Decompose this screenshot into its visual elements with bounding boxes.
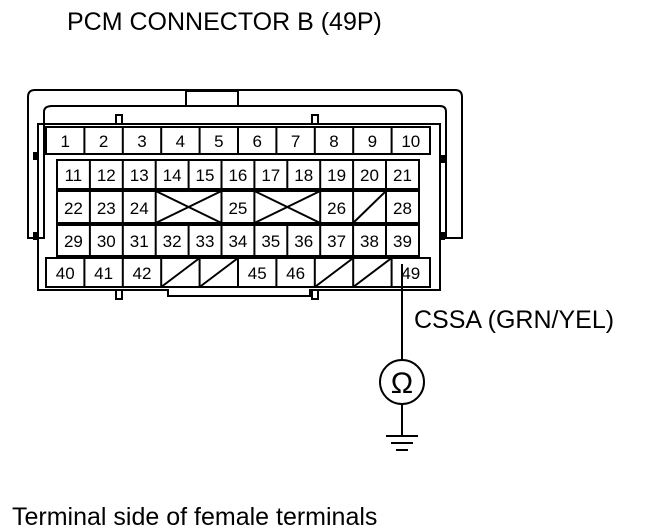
connector-shell [27,89,463,239]
pin-label: 2 [99,132,108,151]
terminal-body [37,123,441,297]
pin-label: 32 [163,232,182,251]
pin-label: 31 [130,232,149,251]
pin-row-2 [56,159,420,190]
pin-label: 49 [401,264,420,283]
pin-row-3 [56,190,420,224]
pin-label: 33 [196,232,215,251]
pin-label: 28 [393,199,412,218]
pin-label: 17 [261,166,280,185]
pin-label: 21 [393,166,412,185]
pin-label: 6 [252,132,261,151]
pin-label: 37 [327,232,346,251]
pin-label: 22 [64,199,83,218]
pin-label: 45 [248,264,267,283]
footer-caption: Terminal side of female terminals [12,503,377,531]
pin-label: 14 [163,166,182,185]
pin-label: 1 [60,132,69,151]
pin-label: 5 [214,132,223,151]
pin-label: 41 [94,264,113,283]
pin-label: 4 [176,132,185,151]
pin-label: 19 [327,166,346,185]
pin-label: 24 [130,199,149,218]
pin-label: 8 [329,132,338,151]
diagram-title: PCM CONNECTOR B (49P) [67,8,382,36]
side-key [33,152,38,160]
pin-label: 16 [228,166,247,185]
connector-tab [311,289,319,300]
pin-label: 40 [56,264,75,283]
pin-label: 30 [97,232,116,251]
connector-tab [311,114,319,125]
pin-label: 36 [294,232,313,251]
pin-label: 29 [64,232,83,251]
connector-tab [115,114,123,125]
pin-label: 18 [294,166,313,185]
connector-tab [115,289,123,300]
pin-labels: 1 2 3 4 5 6 7 8 9 10 11 12 13 14 15 16 1… [56,132,421,283]
side-key [33,232,38,240]
connector-latch [185,90,239,106]
pin-label: 10 [401,132,420,151]
pin-label: 35 [261,232,280,251]
pin-label: 42 [133,264,152,283]
pin-label: 13 [130,166,149,185]
pin-row-5 [45,257,431,288]
pin-label: 15 [196,166,215,185]
pin-label: 25 [228,199,247,218]
pin-label: 12 [97,166,116,185]
pin-label: 23 [97,199,116,218]
pin-label: 11 [65,166,83,185]
ground-icon [386,435,418,451]
pin-label: 20 [360,166,379,185]
pin-label: 39 [393,232,412,251]
pin-label: 34 [228,232,247,251]
pin-label: 7 [291,132,300,151]
pin-row-4 [56,224,420,257]
pin-label: 46 [286,264,305,283]
pin-row-1 [45,126,431,155]
pin-label: 3 [137,132,146,151]
side-key [440,232,445,240]
pin-label: 26 [327,199,346,218]
side-key [440,155,445,163]
pin-label: 9 [368,132,377,151]
pin-label: 38 [360,232,379,251]
wire-label: CSSA (GRN/YEL) [414,306,614,334]
ohm-symbol: Ω [391,367,413,400]
